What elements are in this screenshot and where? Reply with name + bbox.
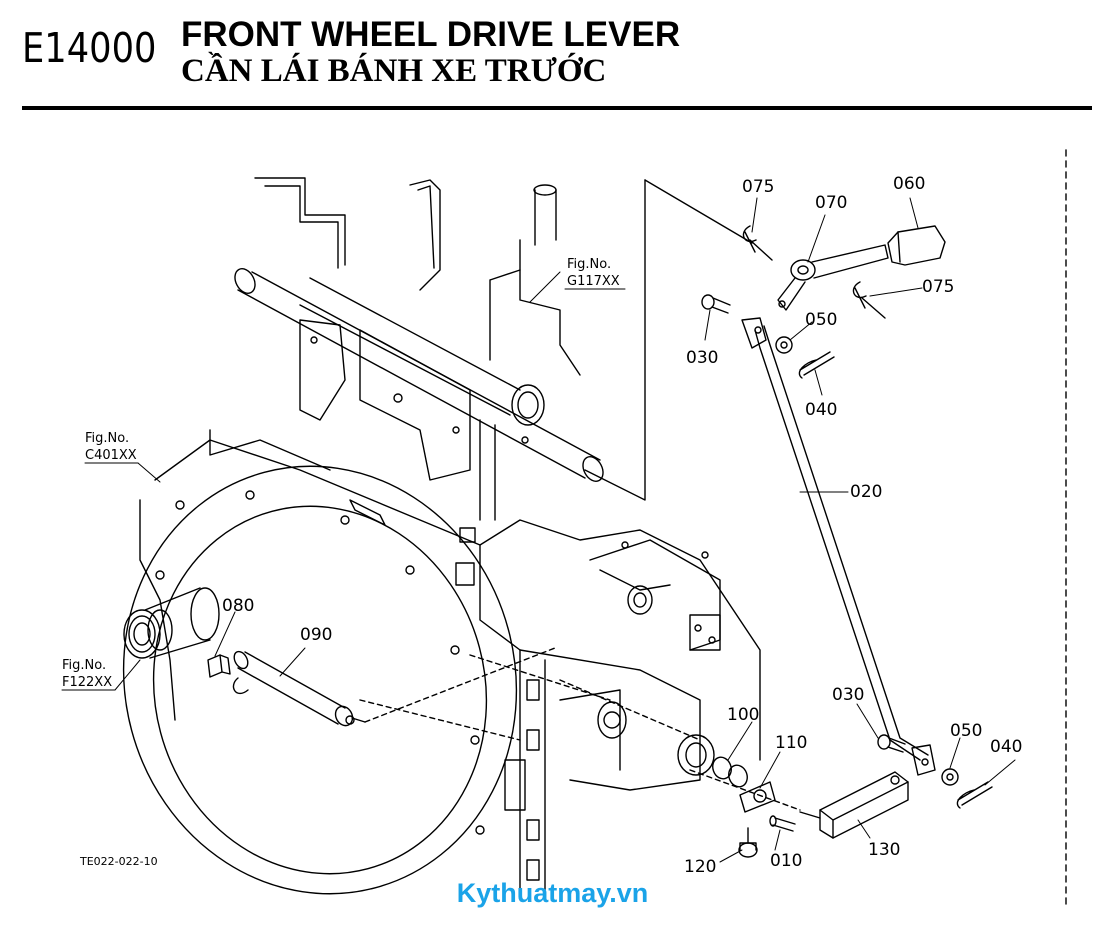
part-label-120: 120 [684, 857, 716, 877]
part-100-o-rings [712, 756, 748, 788]
figure-ref-number: F122XX [62, 675, 112, 690]
part-label-010: 010 [770, 851, 802, 871]
exploded-parts-diagram: 075 070 060 075 050 030 040 020 080 090 … [61, 149, 1067, 906]
transmission-housing [122, 429, 761, 895]
title-vietnamese: CẦN LÁI BÁNH XE TRƯỚC [181, 53, 607, 89]
drawing-number: TE022-022-10 [79, 855, 158, 868]
part-080-key [207, 654, 231, 678]
title-english: FRONT WHEEL DRIVE LEVER [181, 15, 681, 54]
part-label-110: 110 [775, 733, 807, 753]
part-090-shift-rod [232, 650, 366, 727]
shift-collar [123, 587, 220, 659]
section-code: E14000 [22, 24, 157, 72]
header-rule [22, 106, 1092, 110]
part-050-washer-upper-hole [780, 341, 788, 349]
part-label-040: 040 [805, 400, 837, 420]
figure-ref-label: Fig.No. [62, 658, 106, 673]
part-label-050: 050 [805, 310, 837, 330]
part-label-040: 040 [990, 737, 1022, 757]
part-label-050: 050 [950, 721, 982, 741]
part-label-070: 070 [815, 193, 847, 213]
leader-line [584, 179, 646, 501]
part-040-cotter-pin-upper [798, 351, 835, 379]
part-label-090: 090 [300, 625, 332, 645]
part-label-030: 030 [832, 685, 864, 705]
figure-ref-label: Fig.No. [85, 431, 129, 446]
label-leaders [61, 197, 1016, 863]
part-075-spring-clip-lower [852, 281, 886, 319]
part-040-cotter-pin-lower [956, 781, 993, 809]
part-label-075: 075 [922, 277, 954, 297]
leader-line [644, 179, 753, 244]
part-050-washer-lower [941, 768, 959, 786]
part-060-knob [887, 225, 946, 266]
part-label-030: 030 [686, 348, 718, 368]
part-010-pin [769, 815, 796, 832]
part-label-130: 130 [868, 840, 900, 860]
part-070-handle-arm [777, 244, 889, 311]
part-label-080: 080 [222, 596, 254, 616]
alignment-line [689, 769, 801, 811]
alignment-line [364, 647, 556, 723]
part-030-pin-lower [877, 734, 906, 753]
part-label-060: 060 [893, 174, 925, 194]
part-050-washer-upper [775, 336, 793, 354]
part-label-075: 075 [742, 177, 774, 197]
upper-frame-assembly [234, 177, 604, 521]
part-120-bolt [738, 827, 758, 858]
part-label-020: 020 [850, 482, 882, 502]
part-label-100: 100 [727, 705, 759, 725]
figure-ref-number: C401XX [85, 448, 137, 463]
header: E14000 FRONT WHEEL DRIVE LEVER CẦN LÁI B… [0, 0, 1105, 112]
part-130-lever-arm [799, 771, 909, 839]
figure-ref-label: Fig.No. [567, 257, 611, 272]
part-020-rod [741, 317, 936, 776]
part-110-gasket [739, 781, 776, 813]
figure-ref-number: G117XX [567, 274, 620, 289]
part-030-pin-upper [701, 294, 731, 314]
watermark: Kythuatmay.vn [456, 878, 649, 908]
part-075-spring-clip-upper [742, 225, 773, 261]
part-050-washer-lower-hole [946, 773, 954, 781]
